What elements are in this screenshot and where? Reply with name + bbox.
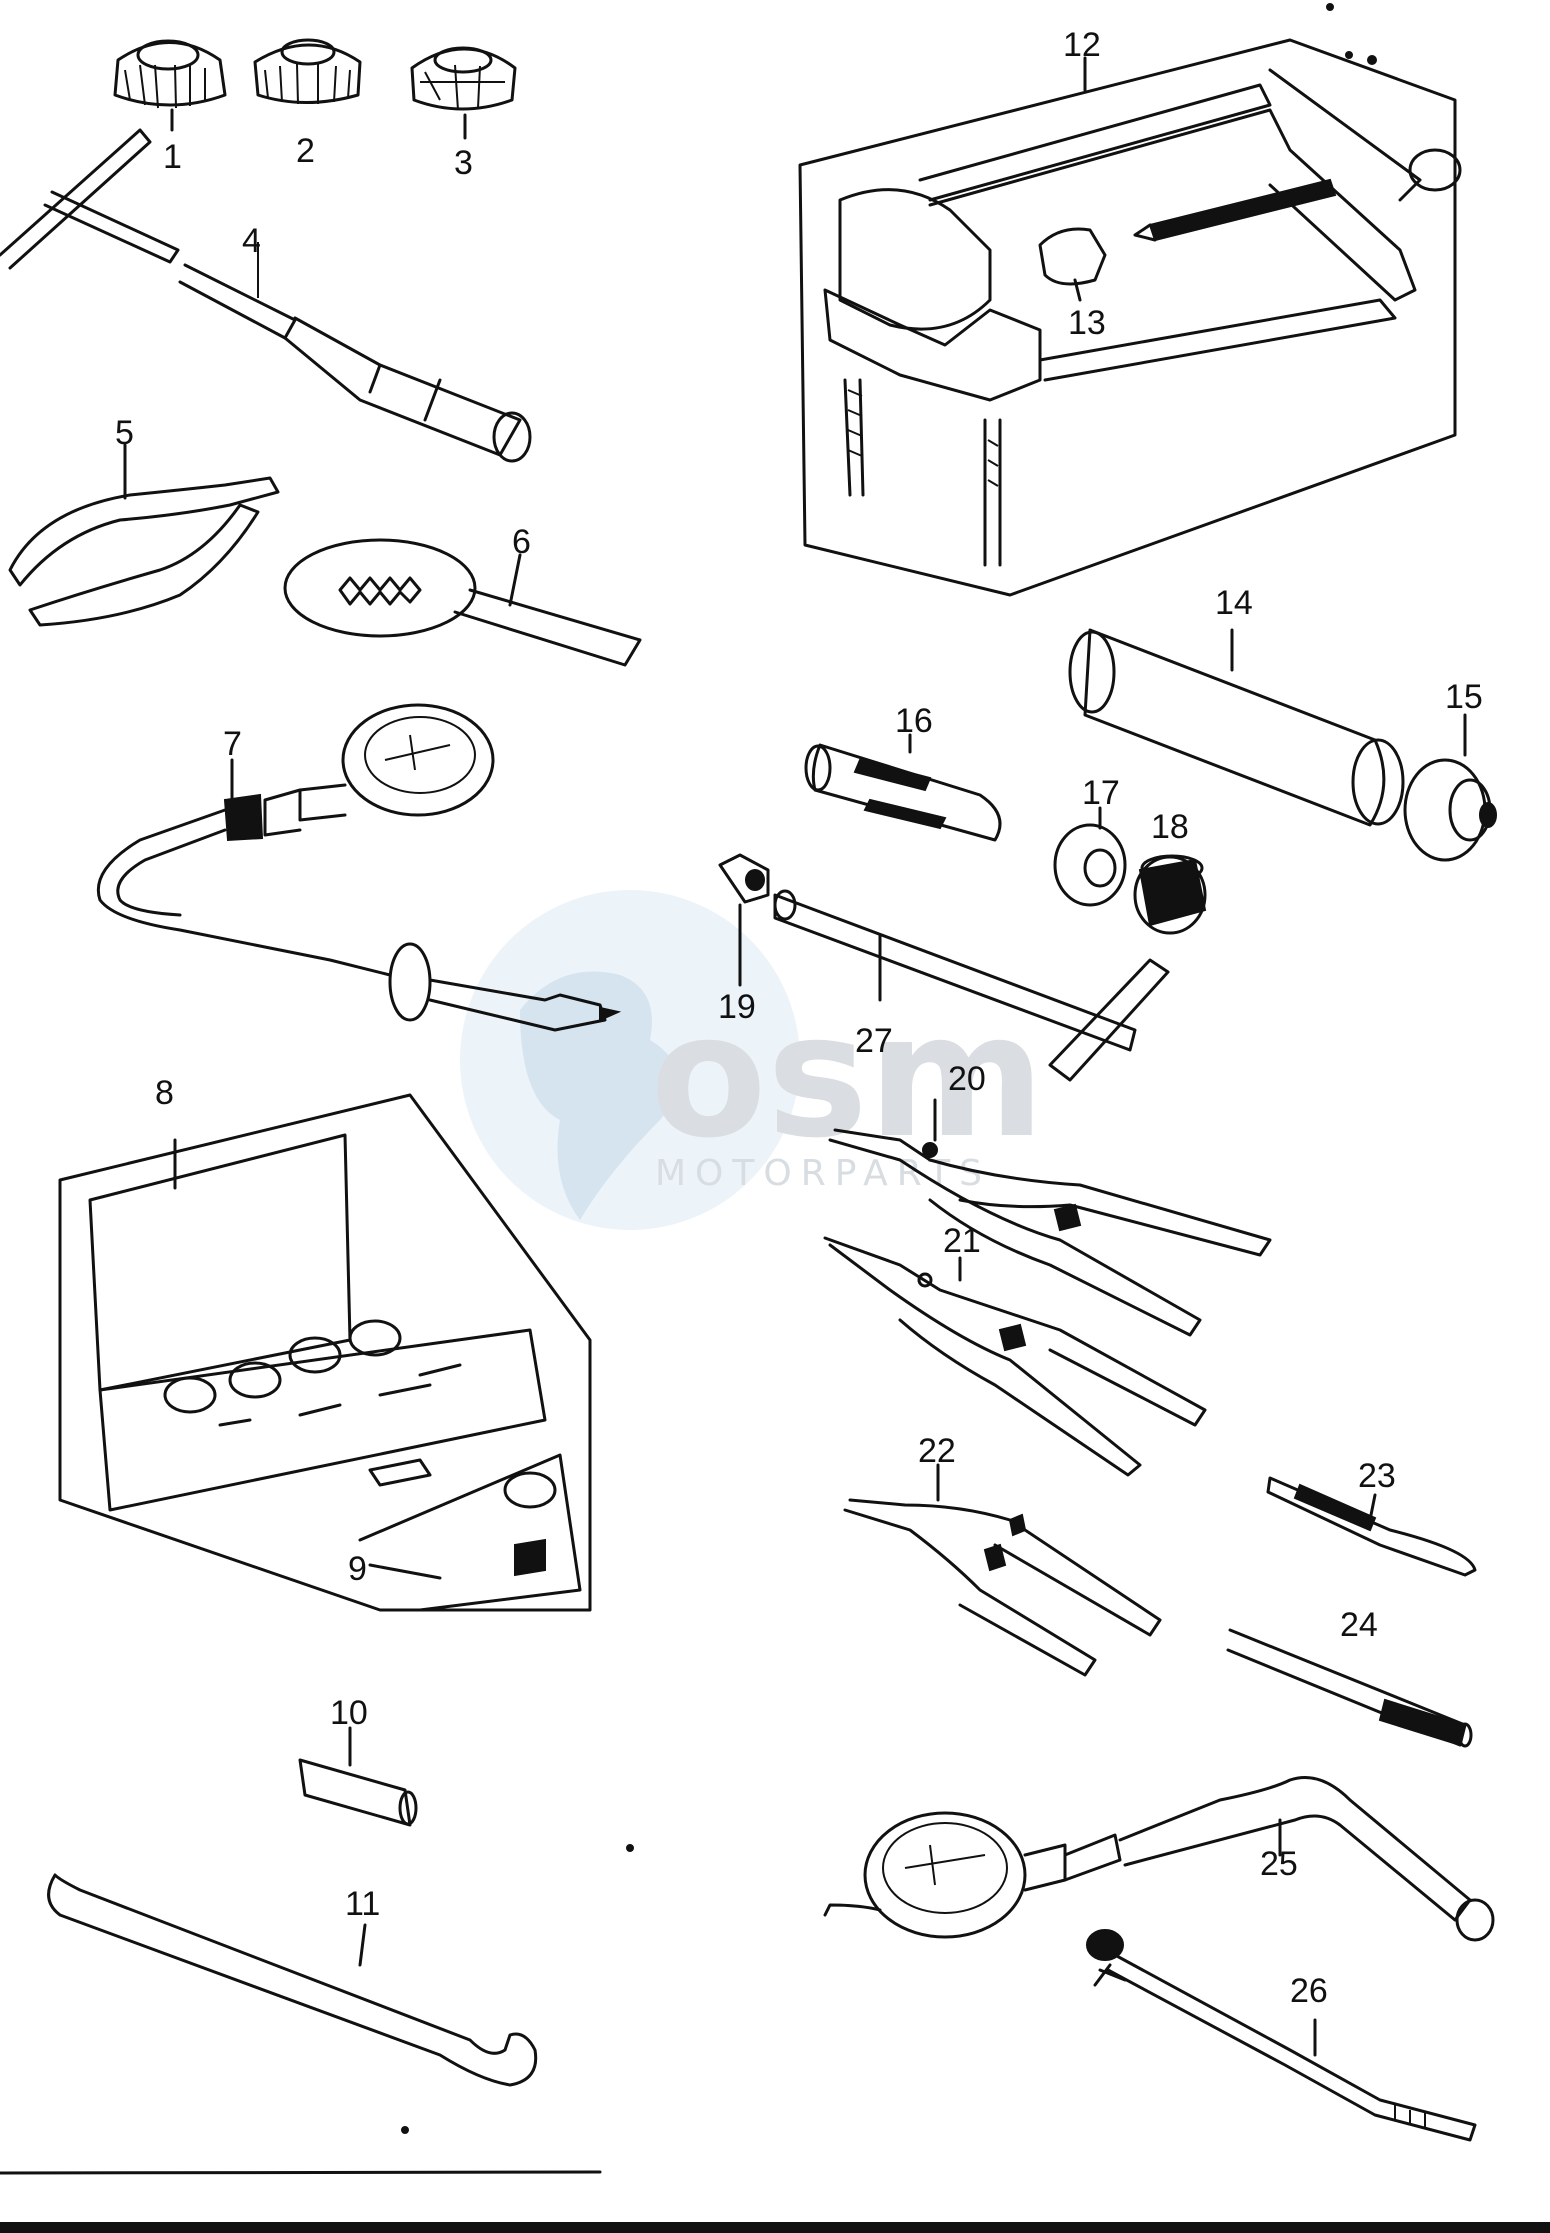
label-20: 20	[948, 1060, 986, 1098]
label-13: 13	[1068, 304, 1106, 342]
watermark-brand: osm	[650, 978, 1045, 1176]
part-7-compression-gauge	[96, 703, 622, 1032]
label-2: 2	[296, 132, 315, 170]
label-23: 23	[1358, 1457, 1396, 1495]
part-6-clutch-holder	[283, 538, 642, 667]
label-27: 27	[855, 1022, 893, 1060]
part-19-nozzle	[718, 853, 770, 987]
label-8: 8	[155, 1074, 174, 1112]
bottom-border	[0, 2222, 1550, 2233]
watermark-continents	[520, 971, 678, 1220]
watermark-globe	[460, 890, 800, 1230]
part-8-tool-case	[58, 1093, 592, 1612]
part-17-ring	[1053, 806, 1127, 907]
part-1-bearing-cap	[113, 39, 227, 132]
part-9-gauge-plate	[358, 1453, 582, 1612]
label-26: 26	[1290, 1972, 1328, 2010]
label-14: 14	[1215, 584, 1253, 622]
label-1: 1	[163, 138, 182, 176]
label-11: 11	[345, 1885, 380, 1923]
label-25: 25	[1260, 1845, 1298, 1883]
label-18: 18	[1151, 808, 1189, 846]
part-23-punch	[1266, 1476, 1477, 1577]
part-11-hook-spanner	[47, 1873, 538, 2087]
label-10: 10	[330, 1694, 368, 1732]
label-24: 24	[1340, 1606, 1378, 1644]
border-marks	[0, 3, 1550, 2233]
label-21: 21	[943, 1222, 981, 1260]
part-2-bearing-cap	[253, 38, 362, 105]
part-15-bushing	[1403, 713, 1497, 862]
part-26-hose-adapter	[1086, 1929, 1477, 2142]
part-21-snap-ring-pliers	[823, 1236, 1207, 1477]
part-4-t-handle-wrench	[0, 128, 532, 463]
part-24-rod	[1226, 1628, 1473, 1748]
part-16-pin	[804, 733, 1002, 842]
label-3: 3	[454, 144, 473, 182]
label-4: 4	[242, 222, 261, 260]
part-10-sleeve	[298, 1726, 418, 1827]
watermark-tagline: MOTORPARTS	[655, 1153, 991, 1194]
part-18-cap	[1133, 854, 1207, 935]
callout-labels: 1 2 3 4 5 6 7 8 9 10 11 12 13 14 15 16 1…	[115, 26, 1483, 2010]
label-12: 12	[1063, 26, 1101, 64]
part-20-snap-ring-pliers	[828, 1098, 1272, 1337]
part-3-bearing-cap	[410, 46, 517, 140]
part-14-tube	[1068, 628, 1405, 827]
part-12-valve-spring-compressor	[798, 38, 1462, 597]
part-5-pliers	[8, 443, 280, 627]
label-5: 5	[115, 414, 134, 452]
part-13-adapter	[1038, 227, 1107, 302]
label-17: 17	[1082, 774, 1120, 812]
label-22: 22	[918, 1432, 956, 1470]
part-22-pliers	[843, 1463, 1162, 1677]
part-25-oil-pressure-gauge	[823, 1776, 1495, 1942]
label-15: 15	[1445, 678, 1483, 716]
label-7: 7	[223, 725, 242, 763]
part-27-t-handle	[773, 889, 1170, 1082]
label-9: 9	[348, 1550, 367, 1588]
watermark: osm MOTORPARTS	[460, 890, 1045, 1230]
label-16: 16	[895, 702, 933, 740]
label-6: 6	[512, 523, 531, 561]
label-19: 19	[718, 988, 756, 1026]
